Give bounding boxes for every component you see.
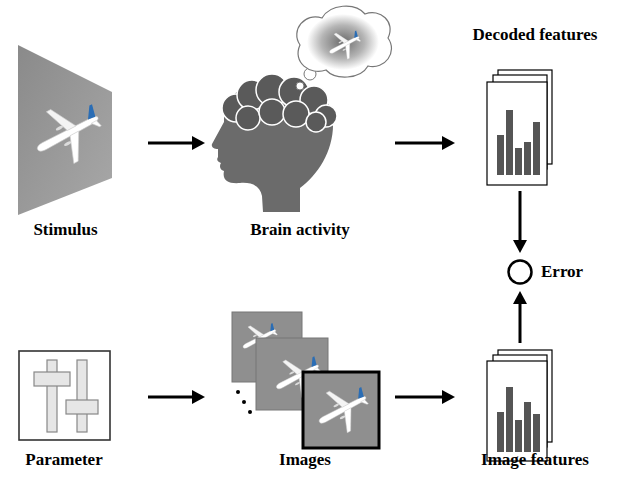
flow-arrow [513, 291, 527, 343]
node-label: Brain activity [250, 220, 350, 240]
error-circle: Error [507, 259, 583, 285]
figure-area [507, 259, 533, 285]
figure-node: Brain activity [215, 10, 385, 240]
figure-area [470, 45, 600, 185]
figure-node: Image features [470, 345, 600, 470]
figure-node: Decoded features [470, 25, 600, 185]
flow-arrow [513, 191, 527, 253]
circle-outline [507, 259, 533, 285]
figure-area [18, 45, 113, 220]
figure-node: Images [230, 305, 380, 470]
figure-area [470, 345, 600, 450]
node-label: Stimulus [33, 220, 97, 240]
flow-arrow [395, 390, 455, 404]
flow-arrow [148, 390, 205, 404]
flow-arrow [395, 136, 455, 150]
node-label: Image features [481, 450, 589, 470]
node-label: Decoded features [473, 25, 598, 45]
figure-area [18, 350, 110, 450]
figure-area [215, 10, 385, 220]
node-label: Parameter [25, 450, 102, 470]
node-label: Error [541, 262, 583, 282]
node-label: Images [279, 450, 331, 470]
figure-area [230, 305, 380, 450]
figure-node: Stimulus [18, 45, 113, 240]
figure-node: Parameter [18, 350, 110, 470]
flow-arrow [148, 136, 205, 150]
